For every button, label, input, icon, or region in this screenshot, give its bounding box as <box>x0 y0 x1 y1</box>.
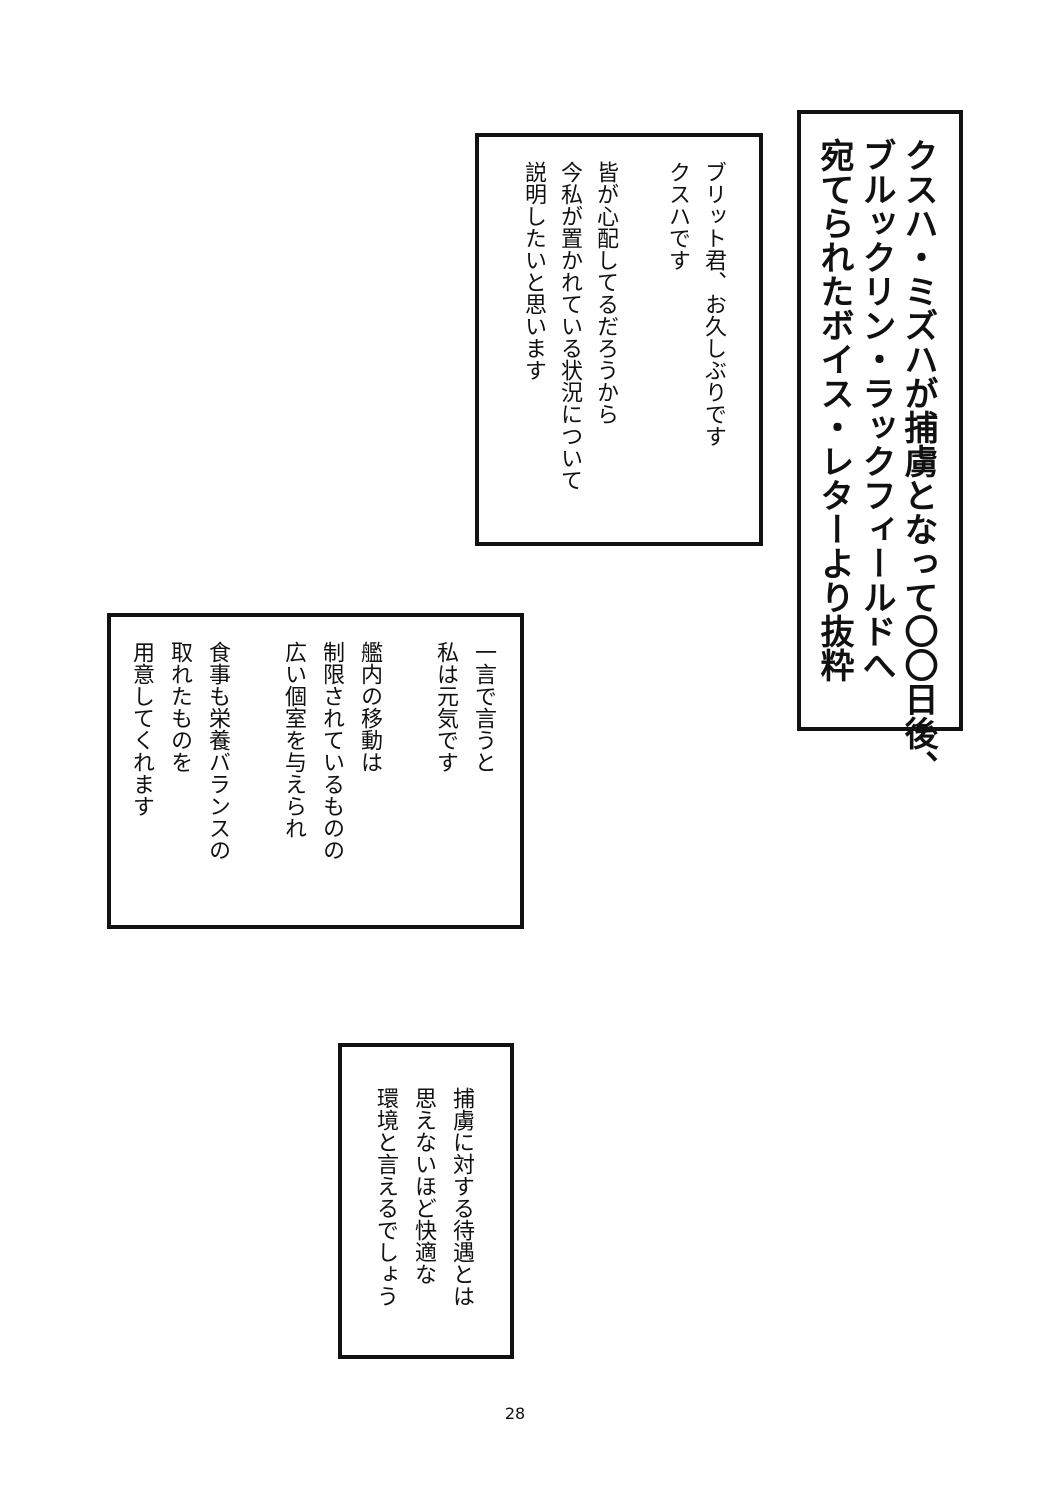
text-line: 環境と言えるでしょう <box>373 1087 398 1307</box>
text-line: クスハ・ミズハが捕虜となって〇〇日後、 <box>898 138 938 784</box>
text-line: ブルックリン・ラックフィールドへ <box>856 138 896 682</box>
text-line <box>623 161 659 542</box>
narration-box-conclusion: 捕虜に対する待遇とは 思えないほど快適な 環境と言えるでしょう <box>338 1043 514 1359</box>
text-line: 艦内の移動は <box>357 641 382 773</box>
title-caption-box: クスハ・ミズハが捕虜となって〇〇日後、 ブルックリン・ラックフィールドへ 宛てら… <box>797 110 963 784</box>
text-line: 取れたものを <box>167 641 192 773</box>
text-line: 皆が心配してるだろうから <box>593 161 618 425</box>
narration-box-status: 一言で言うと 私は元気です 艦内の移動は 制限されているものの 広い個室を与えら… <box>107 613 524 929</box>
text-line: 私は元気です <box>433 641 458 773</box>
text-line <box>236 641 274 925</box>
narration-box-greeting: ブリット君、お久しぶりです クスハです 皆が心配してるだろうから 今私が置かれて… <box>475 133 763 546</box>
text-line: 食事も栄養バランスの <box>205 641 230 861</box>
text-line: 広い個室を与えられ <box>281 641 306 839</box>
text-line: 一言で言うと <box>471 641 496 773</box>
text-line: 宛てられたボイス・レターより抜粋 <box>814 138 854 682</box>
text-line: クスハです <box>665 161 690 271</box>
text-line <box>388 641 426 925</box>
text-line: 制限されているものの <box>319 641 344 861</box>
text-line: 捕虜に対する待遇とは <box>449 1087 474 1307</box>
text-line: 説明したいと思います <box>521 161 546 381</box>
page-number: 28 <box>504 1404 526 1423</box>
text-line: 思えないほど快適な <box>411 1087 436 1285</box>
text-line: ブリット君、お久しぶりです <box>701 161 726 447</box>
text-line: 用意してくれます <box>129 641 154 817</box>
text-line: 今私が置かれている状況について <box>557 161 582 491</box>
